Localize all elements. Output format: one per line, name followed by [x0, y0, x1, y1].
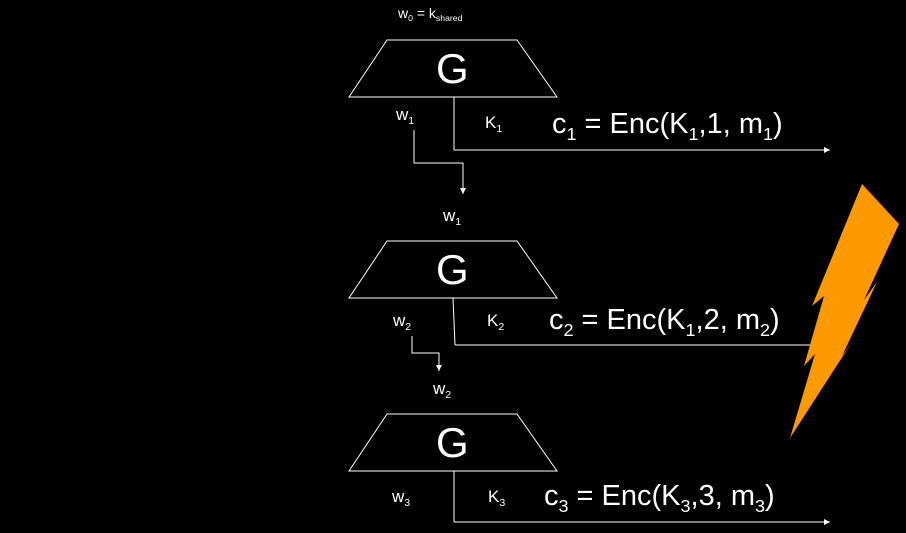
g-label-2: G: [436, 246, 469, 293]
c3-equation: c3 = Enc(K3,3, m3): [544, 480, 775, 516]
g-label-3: G: [436, 419, 469, 466]
w2-connector: [411, 336, 442, 371]
g-label-1: G: [436, 45, 469, 92]
g-box-1: [348, 39, 558, 98]
lightning-bolt-icon: [790, 184, 899, 438]
k2-output-label: K2: [487, 311, 505, 333]
k3-output-label: K3: [488, 487, 506, 509]
g-box-2: [348, 240, 558, 299]
k1-output-label: K1: [485, 113, 503, 135]
w3-output-label: w3: [392, 487, 411, 509]
g-box-3: [348, 413, 558, 472]
w2-input-label: w2: [433, 379, 452, 401]
w1-connector: [413, 130, 466, 194]
w1-input-label: w1: [443, 206, 462, 228]
w2-output-label: w2: [393, 311, 412, 333]
c2-equation: c2 = Enc(K1,2, m2): [549, 304, 780, 340]
c1-equation: c1 = Enc(K1,1, m1): [552, 108, 783, 144]
w1-output-label: w1: [396, 105, 415, 127]
initial-key-label: w0 = kshared: [398, 5, 463, 24]
k2-divider: [452, 297, 456, 346]
